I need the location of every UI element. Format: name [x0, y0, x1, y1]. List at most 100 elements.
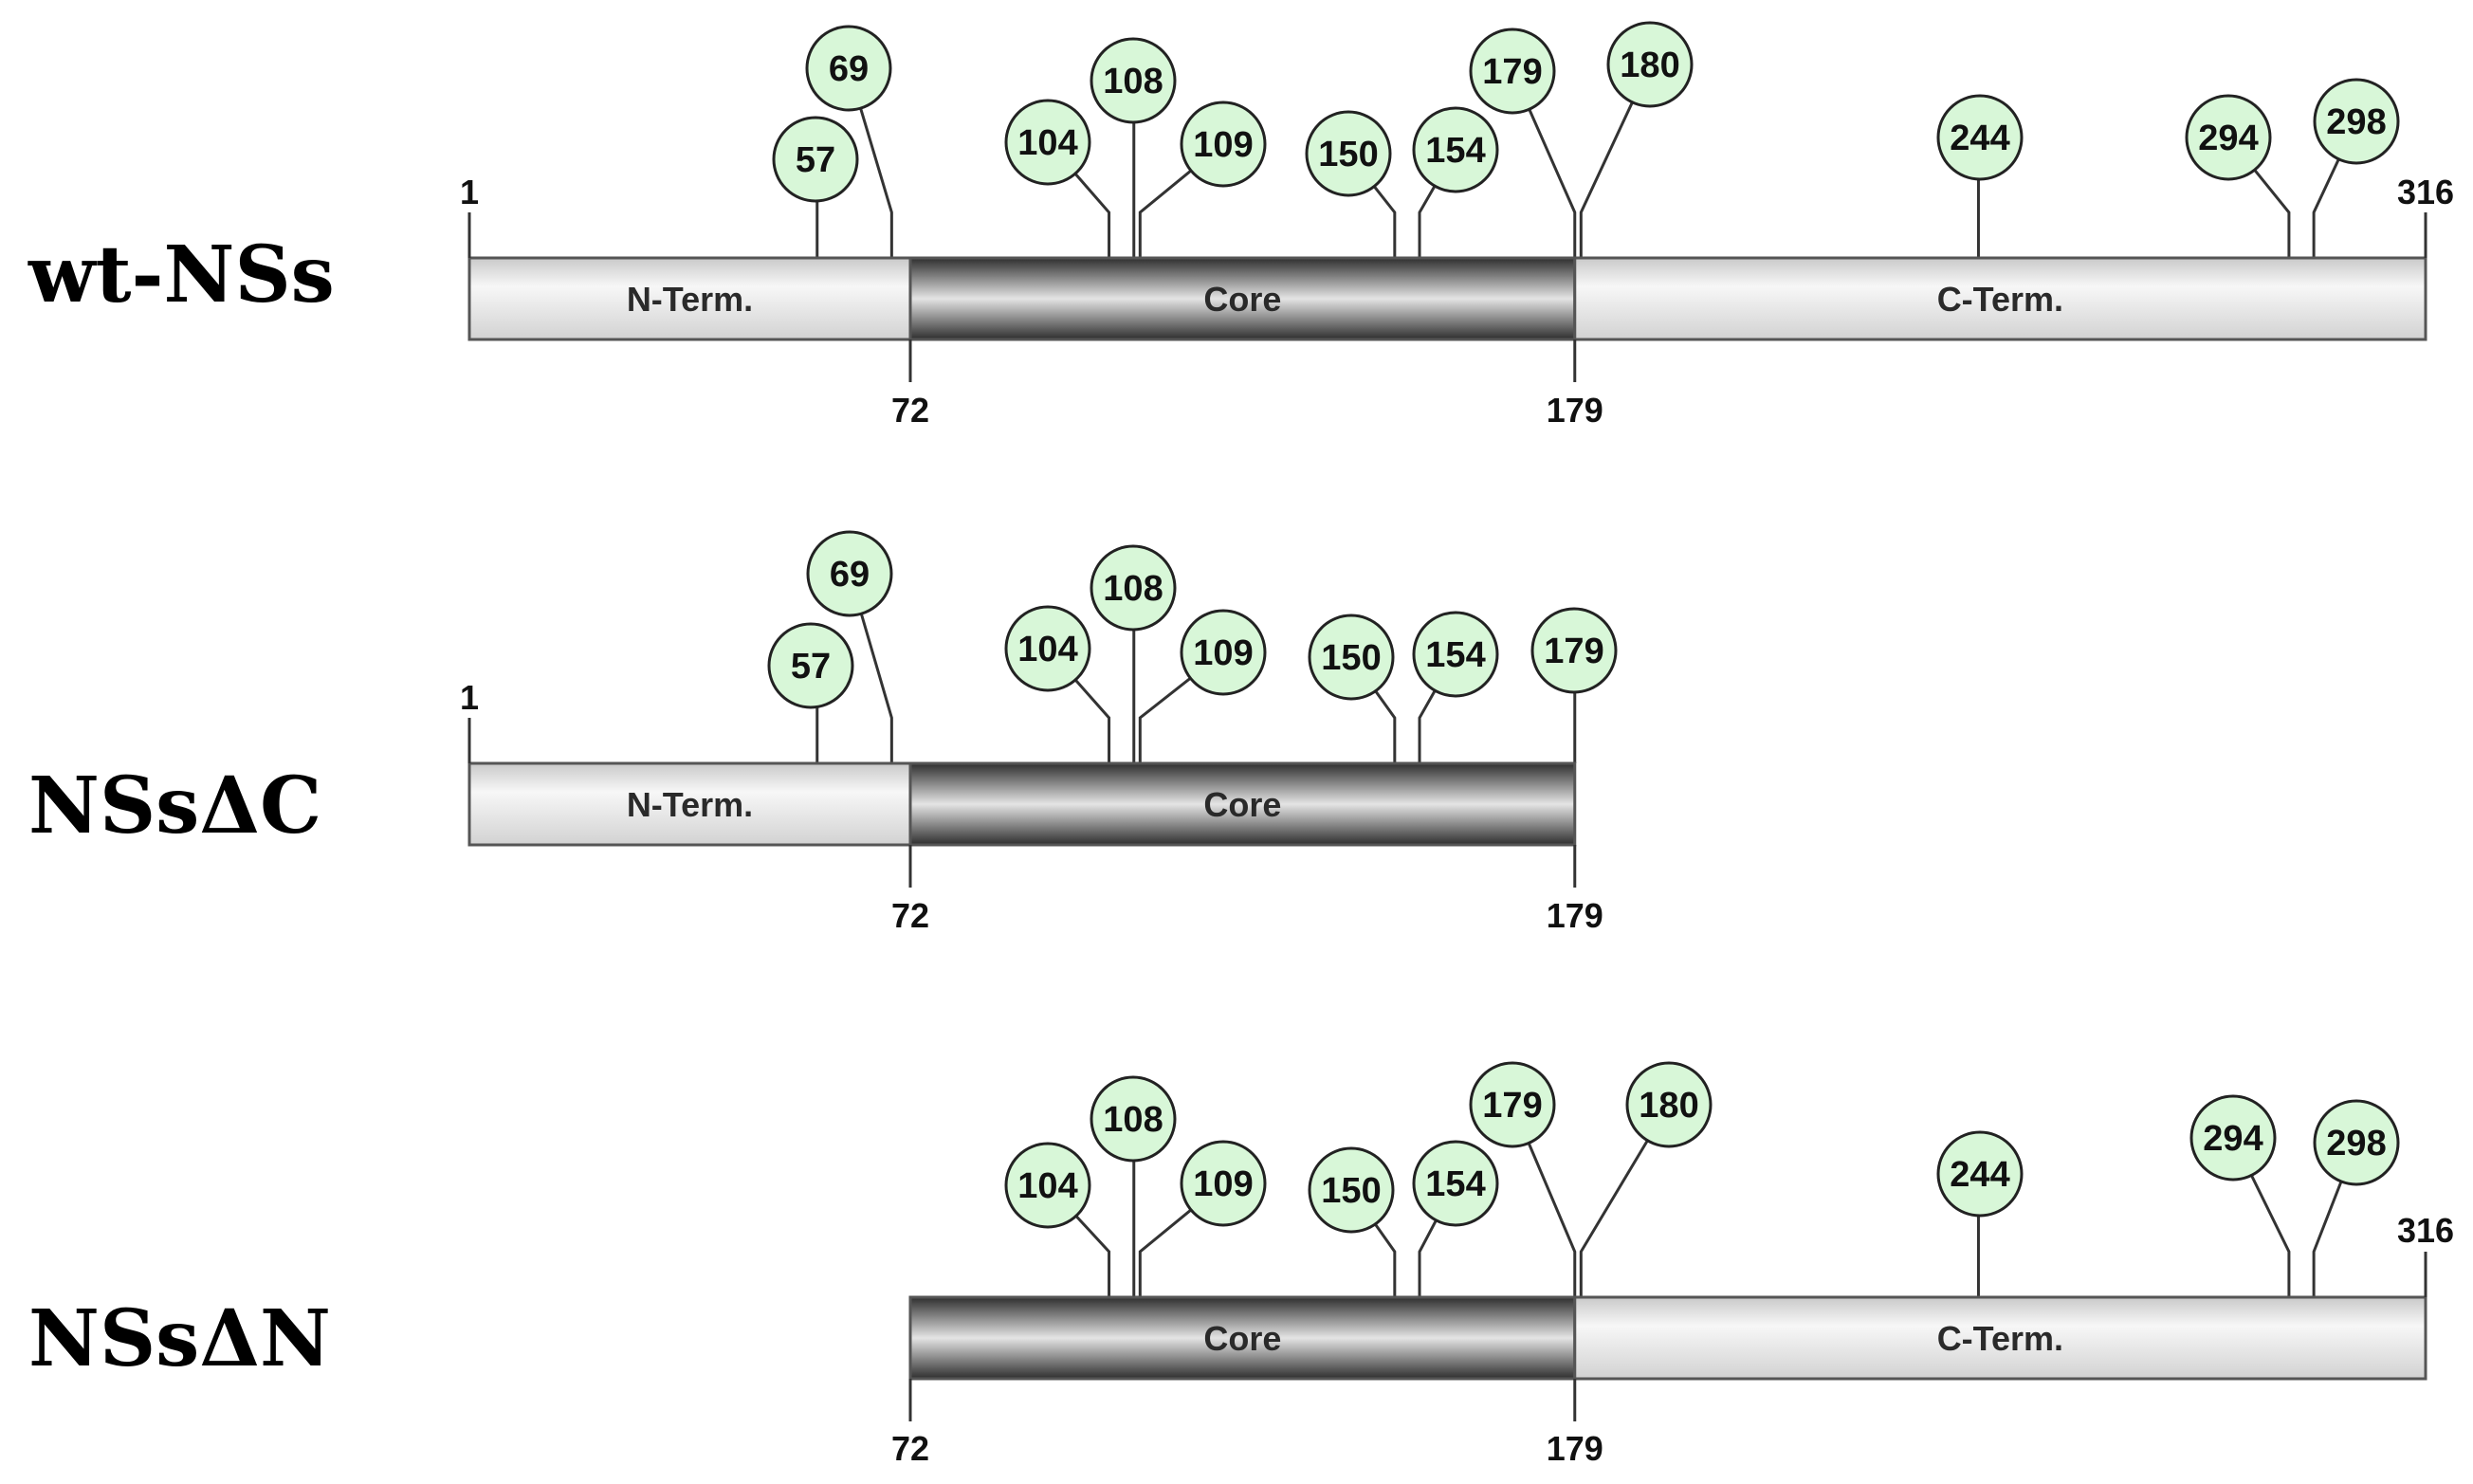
- site-150: 150: [1308, 1146, 1397, 1297]
- site-298: 298: [2312, 78, 2400, 258]
- site-stem: [2253, 169, 2291, 258]
- site-circle: [805, 25, 892, 112]
- site-57: 57: [772, 116, 859, 258]
- site-circle: [2313, 1099, 2400, 1186]
- construct-name: wt-NSs: [27, 229, 335, 321]
- segment-label: N-Term.: [627, 785, 753, 824]
- site-circle: [1180, 1140, 1267, 1227]
- site-circle: [1606, 21, 1694, 108]
- site-circle: [1936, 94, 2024, 181]
- site-109: 109: [1138, 609, 1267, 763]
- site-circle: [2313, 78, 2400, 165]
- end-position-label: 316: [2397, 1211, 2454, 1250]
- site-circle: [1412, 106, 1499, 193]
- site-109: 109: [1138, 1140, 1267, 1297]
- site-circle: [1412, 1140, 1499, 1227]
- boundary-label: 72: [891, 1429, 929, 1468]
- site-label: 109: [1193, 633, 1253, 673]
- site-104: 104: [1004, 605, 1111, 763]
- site-circle: [772, 116, 859, 203]
- site-label: 154: [1425, 635, 1485, 675]
- boundary-label: 179: [1547, 391, 1603, 430]
- site-label: 108: [1103, 569, 1163, 609]
- site-circle: [1469, 27, 1556, 115]
- segment-n-term: [467, 761, 912, 847]
- site-108: 108: [1090, 37, 1177, 258]
- construct-name: NSsΔC: [28, 760, 321, 852]
- site-179: 179: [1530, 607, 1618, 763]
- site-stem: [859, 613, 893, 763]
- segment-label: Core: [1203, 1319, 1281, 1358]
- site-stem: [1579, 101, 1634, 258]
- site-label: 57: [796, 140, 835, 180]
- site-label: 179: [1482, 52, 1542, 92]
- site-stem: [1528, 108, 1577, 258]
- end-position-label: 316: [2397, 173, 2454, 211]
- segment-c-term: [1573, 1295, 2427, 1381]
- site-circle: [1090, 37, 1177, 124]
- segment-label: C-Term.: [1937, 280, 2063, 319]
- segment-label: C-Term.: [1937, 1319, 2063, 1358]
- site-label: 150: [1318, 135, 1378, 174]
- site-stem: [1138, 1208, 1192, 1297]
- segment-core: [908, 256, 1577, 341]
- site-label: 180: [1639, 1086, 1698, 1126]
- site-stem: [1527, 1142, 1577, 1297]
- site-stem: [1074, 1215, 1111, 1297]
- construct-name: NSsΔN: [28, 1293, 331, 1384]
- site-circle: [2185, 94, 2272, 181]
- segment-core: [908, 761, 1577, 847]
- site-label: 104: [1017, 1166, 1077, 1206]
- boundary-label: 179: [1547, 1429, 1603, 1468]
- site-stem: [1579, 1139, 1649, 1297]
- site-108: 108: [1090, 544, 1177, 763]
- site-circle: [1090, 544, 1177, 632]
- site-circle: [1180, 101, 1267, 188]
- site-104: 104: [1004, 1142, 1111, 1297]
- site-label: 150: [1321, 638, 1381, 678]
- site-label: 294: [2203, 1119, 2262, 1159]
- site-circle: [1004, 605, 1091, 692]
- site-stem: [1074, 678, 1111, 763]
- site-label: 69: [830, 555, 870, 595]
- site-circle: [1305, 110, 1392, 197]
- site-label: 244: [1950, 119, 2009, 158]
- site-circle: [1530, 607, 1618, 694]
- site-179: 179: [1469, 1061, 1577, 1297]
- site-stem: [859, 107, 893, 258]
- site-69: 69: [805, 25, 893, 258]
- site-109: 109: [1138, 101, 1267, 258]
- site-180: 180: [1579, 1061, 1713, 1297]
- site-label: 298: [2326, 1124, 2386, 1163]
- site-label: 69: [829, 49, 869, 89]
- site-label: 244: [1950, 1155, 2009, 1195]
- site-label: 180: [1620, 46, 1679, 85]
- site-label: 154: [1425, 131, 1485, 171]
- site-104: 104: [1004, 99, 1111, 258]
- site-244: 244: [1936, 94, 2024, 258]
- site-stem: [1418, 185, 1437, 258]
- site-label: 104: [1017, 123, 1077, 163]
- site-stem: [1374, 1223, 1397, 1297]
- site-label: 150: [1321, 1171, 1381, 1211]
- domain-bar: Core C-Term.: [908, 1295, 2427, 1381]
- site-label: 109: [1193, 1164, 1253, 1204]
- segment-label: Core: [1203, 785, 1281, 824]
- site-108: 108: [1090, 1075, 1177, 1297]
- boundary-label: 72: [891, 391, 929, 430]
- site-circle: [2189, 1094, 2277, 1182]
- site-57: 57: [767, 622, 854, 763]
- site-294: 294: [2185, 94, 2291, 258]
- boundary-label: 72: [891, 896, 929, 935]
- site-circle: [767, 622, 854, 709]
- site-stem: [1373, 185, 1397, 258]
- domain-bar: N-Term. Core: [467, 761, 1577, 847]
- site-154: 154: [1412, 106, 1499, 258]
- site-180: 180: [1579, 21, 1694, 258]
